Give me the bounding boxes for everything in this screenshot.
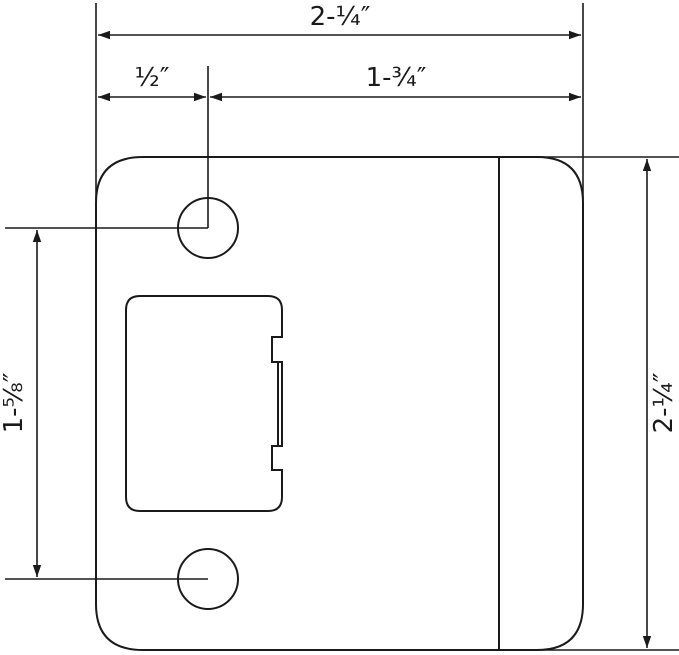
remaining-width-label: 1-¾″ [366,63,427,93]
latch-opening [125,295,283,512]
bottom-screw-hole [177,548,239,610]
dimension-lines [32,30,652,648]
extension-lines [5,3,679,651]
overall-height-label: 2-¼″ [649,372,679,433]
hole-spacing-label: 1-⅝″ [0,372,29,433]
top-screw-hole [177,197,239,259]
overall-width-label: 2-¼″ [310,2,371,32]
plate-outline [95,156,584,651]
strike-plate [95,156,584,651]
hole-offset-label: ½″ [135,63,170,93]
